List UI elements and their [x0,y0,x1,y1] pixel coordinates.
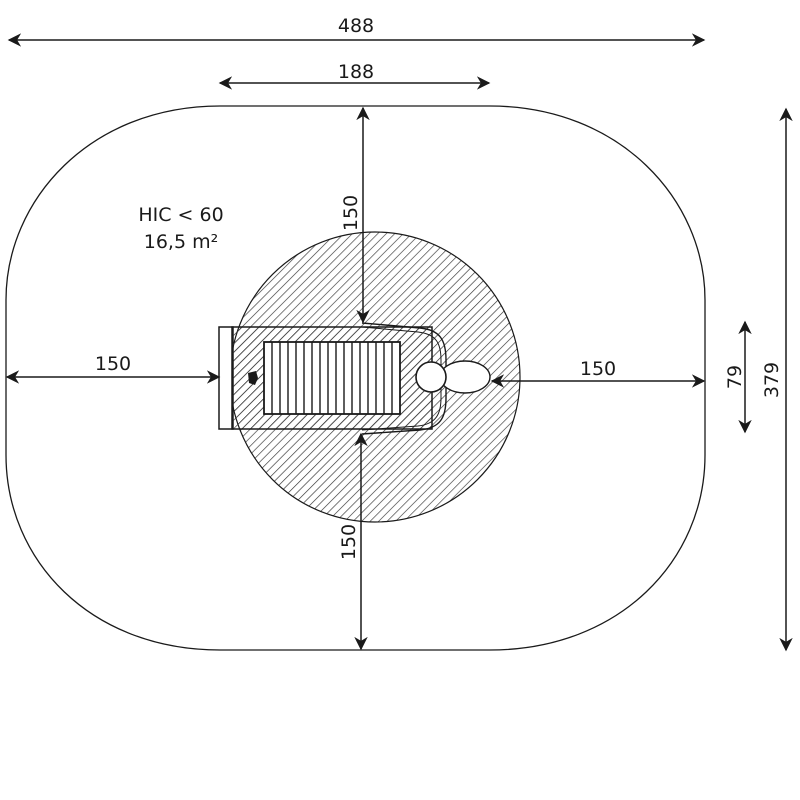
dim-label-488: 488 [338,15,374,37]
dim-label-left-150: 150 [95,353,131,375]
dim-label-379: 379 [761,362,783,398]
equipment-seesaw [218,322,491,435]
dim-label-188: 188 [338,61,374,83]
dim-label-79: 79 [724,365,746,389]
outer-safety-zone [5,105,706,651]
dim-label-top-150: 150 [340,195,362,231]
dim-label-bottom-150: 150 [338,524,360,560]
hic-annotation: HIC < 60 [138,204,223,226]
area-annotation: 16,5 m² [144,231,218,253]
dim-label-right-150: 150 [580,358,616,380]
